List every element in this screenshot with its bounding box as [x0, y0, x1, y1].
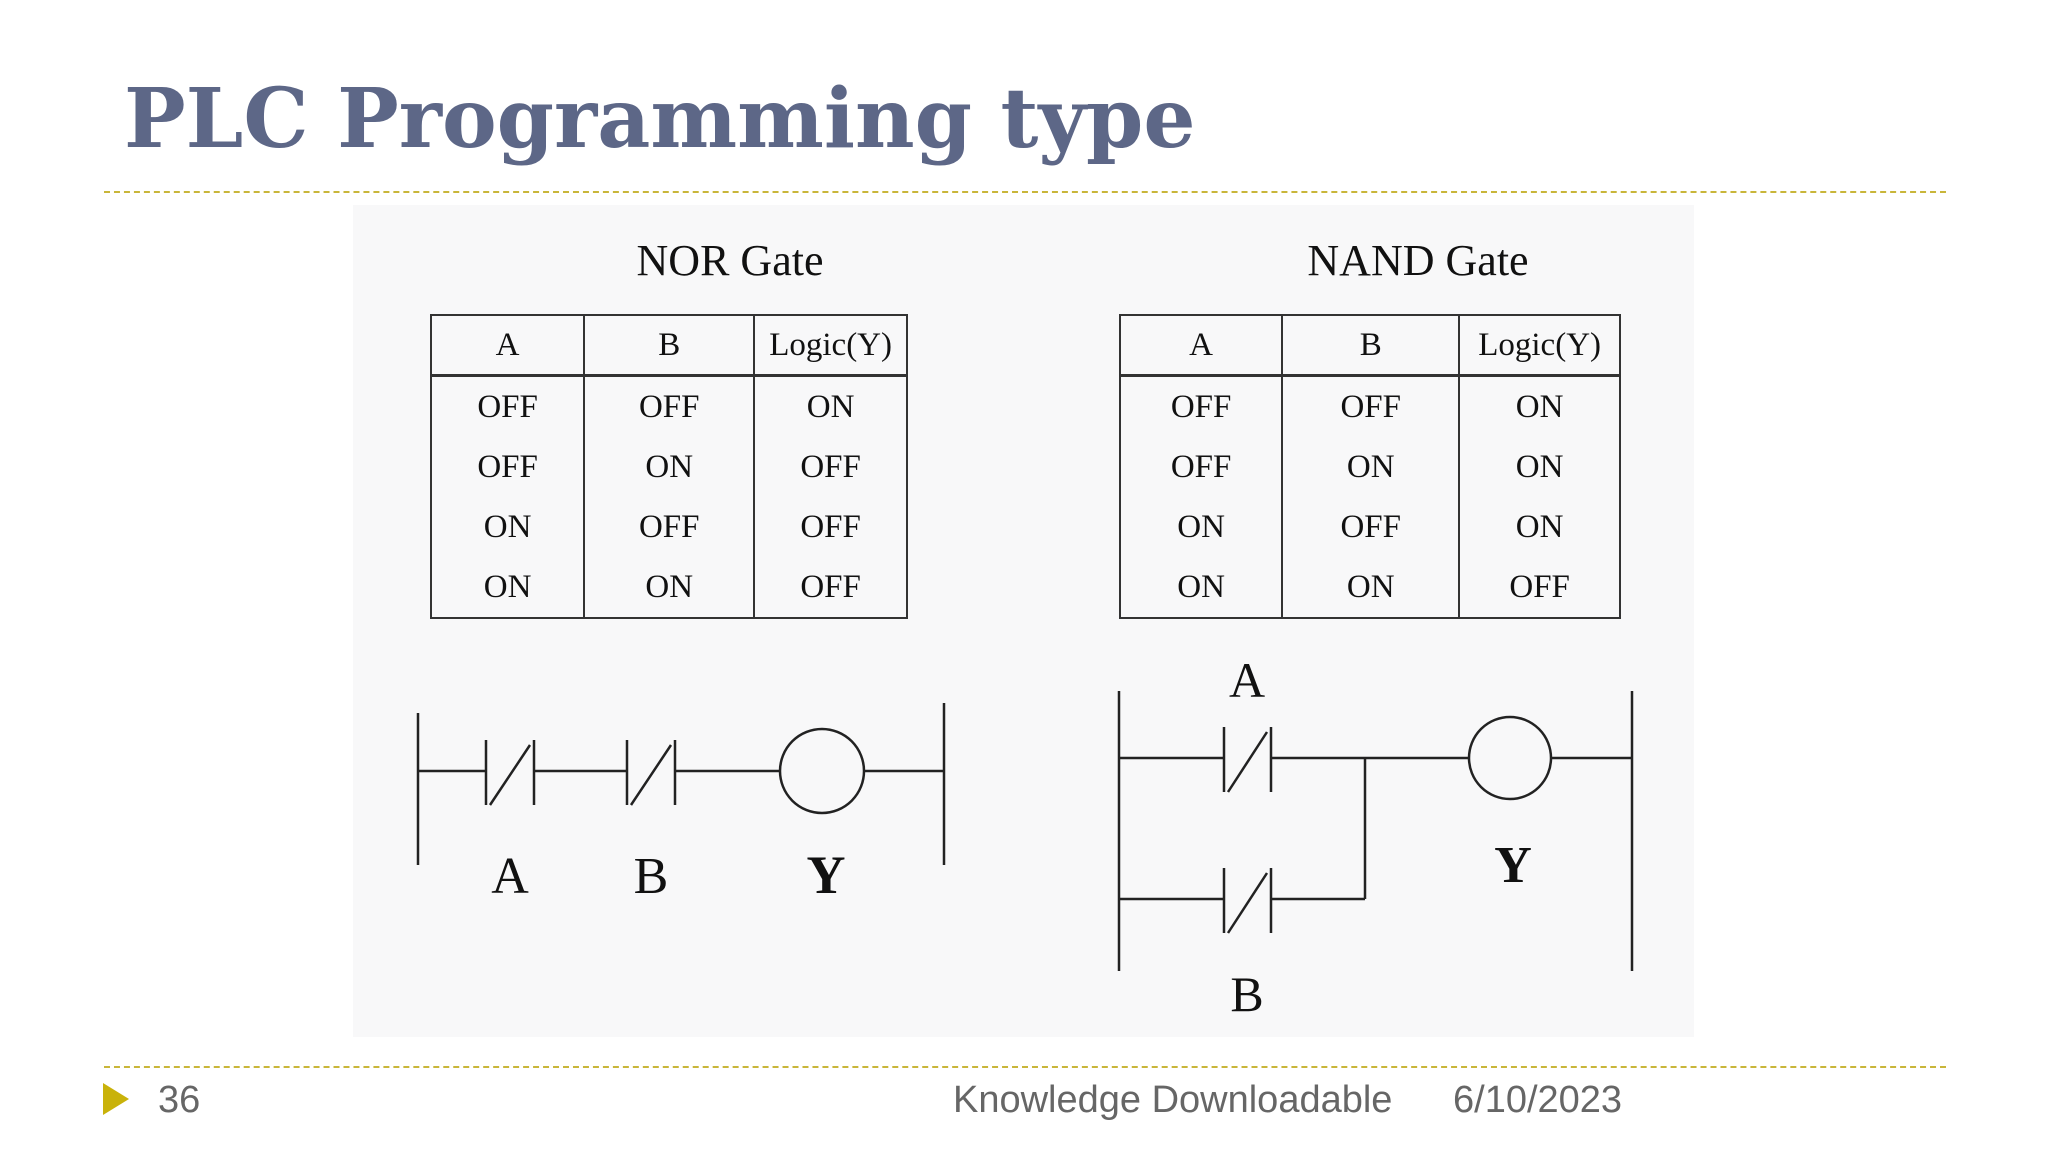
table-cell: OFF	[753, 437, 908, 497]
nand-contact-a	[1222, 727, 1273, 793]
table-row: OFF ON ON	[1118, 437, 1621, 497]
slide-title: PLC Programming type	[124, 71, 1196, 167]
page-number: 36	[158, 1079, 201, 1121]
table-cell: ON	[429, 497, 586, 557]
nand-label-b: B	[1230, 966, 1263, 1022]
footer-text: Knowledge Downloadable	[953, 1079, 1393, 1121]
nand-contact-b	[1222, 868, 1273, 934]
table-cell: ON	[1118, 557, 1284, 619]
table-header-row: A B Logic(Y)	[1118, 314, 1621, 377]
logic-gates-figure: NOR Gate NAND Gate A B Logic(Y) OFF OFF …	[353, 205, 1694, 1037]
table-row: OFF OFF ON	[429, 375, 908, 437]
table-cell: OFF	[1281, 497, 1461, 557]
table-cell: ON	[1118, 497, 1284, 557]
table-cell: ON	[1281, 557, 1461, 619]
table-cell: ON	[583, 437, 756, 497]
table-cell: OFF	[429, 437, 586, 497]
nor-contact-b	[625, 740, 677, 806]
nor-label-a: A	[491, 848, 529, 905]
table-row: OFF ON OFF	[429, 437, 908, 497]
table-cell: ON	[753, 375, 908, 437]
play-arrow-icon	[103, 1083, 129, 1115]
nor-label-y: Y	[807, 845, 846, 905]
table-row: ON OFF OFF	[429, 497, 908, 557]
table-cell: ON	[1458, 437, 1621, 497]
table-cell: OFF	[753, 557, 908, 619]
nor-ladder-diagram	[416, 703, 946, 865]
table-cell: OFF	[753, 497, 908, 557]
nand-truth-table: A B Logic(Y) OFF OFF ON OFF ON ON ON OFF…	[1118, 314, 1621, 619]
nand-ladder-diagram	[1117, 691, 1634, 971]
table-header-row: A B Logic(Y)	[429, 314, 908, 377]
table-cell: OFF	[429, 375, 586, 437]
nand-output-coil	[1467, 715, 1553, 801]
table-cell: OFF	[1118, 375, 1284, 437]
nor-output-coil	[778, 727, 866, 815]
nor-contact-a	[484, 740, 536, 806]
table-row: OFF OFF ON	[1118, 375, 1621, 437]
table-row: ON ON OFF	[1118, 557, 1621, 619]
nand-label-y: Y	[1494, 837, 1532, 894]
footer-date: 6/10/2023	[1453, 1079, 1623, 1121]
table-cell: ON	[1458, 497, 1621, 557]
column-header: B	[1281, 314, 1461, 377]
table-cell: OFF	[1281, 375, 1461, 437]
ladder-diagrams: A B Y A B Y	[416, 652, 1634, 1022]
table-cell: OFF	[583, 497, 756, 557]
nor-truth-table: A B Logic(Y) OFF OFF ON OFF ON OFF ON OF…	[429, 314, 908, 619]
bottom-divider	[104, 1066, 1946, 1068]
table-row: ON ON OFF	[429, 557, 908, 619]
table-row: ON OFF ON	[1118, 497, 1621, 557]
nand-gate-title: NAND Gate	[1307, 236, 1529, 285]
column-header: Logic(Y)	[1458, 314, 1621, 377]
nand-label-a: A	[1229, 652, 1265, 708]
column-header: A	[1118, 314, 1284, 377]
table-cell: ON	[429, 557, 586, 619]
nor-gate-title: NOR Gate	[636, 236, 824, 285]
column-header: Logic(Y)	[753, 314, 908, 377]
column-header: A	[429, 314, 586, 377]
table-cell: ON	[1281, 437, 1461, 497]
top-divider	[104, 191, 1946, 193]
table-cell: OFF	[1458, 557, 1621, 619]
column-header: B	[583, 314, 756, 377]
table-cell: ON	[1458, 375, 1621, 437]
table-cell: OFF	[1118, 437, 1284, 497]
nor-label-b: B	[634, 848, 669, 905]
table-cell: ON	[583, 557, 756, 619]
table-cell: OFF	[583, 375, 756, 437]
